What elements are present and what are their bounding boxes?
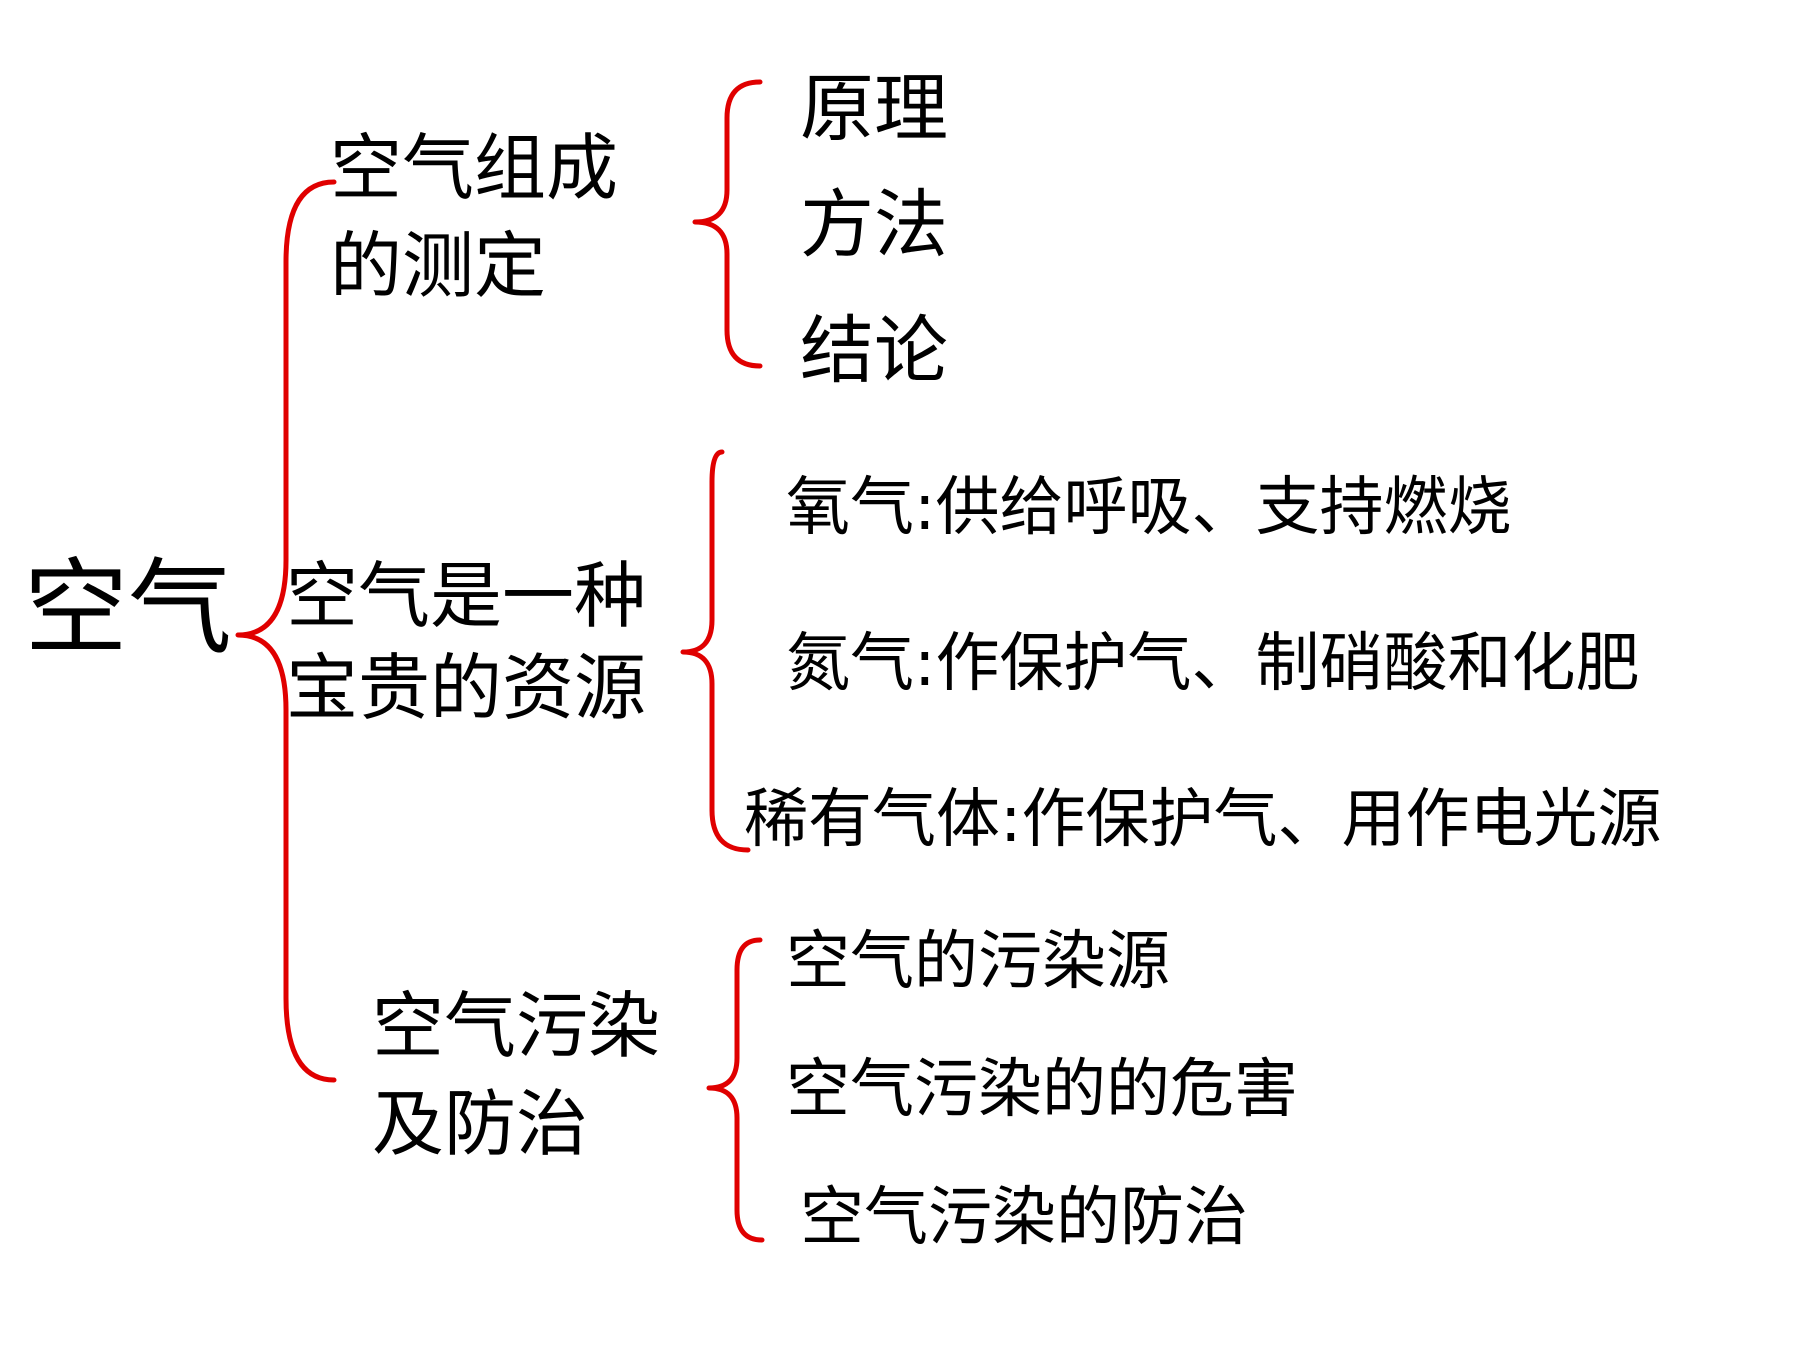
branch-2-brace [680,449,751,853]
leaf-principle: 原理 [800,66,948,152]
branch-label-line: 空气是一种 [286,554,647,638]
leaf-method: 方法 [800,182,948,268]
branch-label-line: 的测定 [330,224,547,308]
leaf-conclusion: 结论 [800,308,948,394]
leaf-nitrogen: 氮气:作保护气、制硝酸和化肥 [786,627,1640,701]
leaf-pollution-source: 空气的污染源 [786,925,1170,999]
branch-label-line: 空气组成 [330,126,619,210]
branch-label-line: 宝贵的资源 [286,646,647,730]
root-label: 空气 [24,547,233,669]
leaf-pollution-prevention: 空气污染的防治 [800,1181,1248,1255]
branch-label-resource: 空气是一种 宝贵的资源 [286,560,646,724]
root-brace [235,179,337,1083]
branch-3-brace [706,937,765,1243]
branch-label-pollution: 空气污染 及防治 [372,990,660,1160]
leaf-noble-gas: 稀有气体:作保护气、用作电光源 [744,783,1662,857]
leaf-oxygen: 氧气:供给呼吸、支持燃烧 [786,471,1512,545]
leaf-pollution-harm: 空气污染的的危害 [786,1053,1298,1127]
branch-label-line: 空气污染 [372,984,661,1068]
branch-label-composition: 空气组成 的测定 [330,132,618,302]
branch-1-brace [692,79,763,369]
branch-label-line: 及防治 [372,1082,589,1166]
